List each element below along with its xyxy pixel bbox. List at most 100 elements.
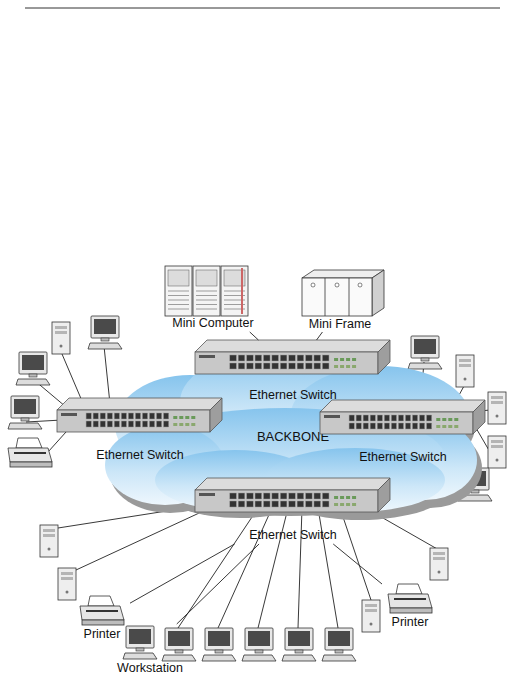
keyboard xyxy=(322,655,356,661)
tower-icon xyxy=(430,548,448,580)
monitor-stand xyxy=(136,648,144,651)
monitor-screen xyxy=(129,629,151,644)
printer-slot xyxy=(14,452,46,454)
frame-node: Mini Frame xyxy=(298,268,394,332)
switch-port xyxy=(272,355,279,361)
switch-top xyxy=(57,398,222,410)
switch-port xyxy=(255,501,262,507)
printer-body xyxy=(80,606,124,620)
keyboard xyxy=(16,379,50,385)
switch-port xyxy=(114,421,119,427)
frame-button xyxy=(311,283,315,287)
switch-top xyxy=(320,400,485,412)
switch-led xyxy=(346,365,350,368)
tower-drive xyxy=(43,529,55,532)
switch-top xyxy=(195,478,390,490)
monitor-icon xyxy=(202,628,236,661)
switch-port xyxy=(314,363,321,369)
switch-led xyxy=(442,425,446,428)
switch-port xyxy=(412,423,417,429)
switch-port xyxy=(272,363,279,369)
tower-case xyxy=(456,355,474,387)
switch-port xyxy=(142,421,147,427)
keyboard xyxy=(282,655,316,661)
switch-port xyxy=(322,493,329,499)
device-label: Printer xyxy=(382,615,438,629)
monitor-icon xyxy=(162,628,196,661)
switch-logo xyxy=(199,493,215,496)
monitor-stand xyxy=(215,650,223,653)
monitor-body xyxy=(126,626,154,648)
tower-case xyxy=(362,600,380,632)
switch-led xyxy=(352,503,356,506)
switch-port xyxy=(149,421,154,427)
frame-button xyxy=(358,283,362,287)
switch-side xyxy=(473,400,485,434)
switch-led xyxy=(436,418,440,421)
monitor-screen xyxy=(94,319,116,334)
switch-port xyxy=(247,355,254,361)
switch-port xyxy=(280,493,287,499)
keyboard xyxy=(242,655,276,661)
printer-base xyxy=(10,462,52,467)
switch-port xyxy=(363,423,368,429)
monitor-shape xyxy=(125,626,155,659)
monitor-icon xyxy=(8,396,42,429)
switch-led xyxy=(454,425,458,428)
switch-port xyxy=(363,415,368,421)
switch-port xyxy=(142,413,147,419)
switch-port xyxy=(391,415,396,421)
network-cable xyxy=(333,544,382,584)
switch-led xyxy=(334,365,338,368)
monitor-stand xyxy=(335,650,343,653)
monitor-stand xyxy=(175,650,183,653)
network-cable xyxy=(340,508,371,600)
switch-port xyxy=(405,415,410,421)
switch-led xyxy=(340,496,344,499)
switch-port xyxy=(322,363,329,369)
switch-port xyxy=(314,493,321,499)
switch-port xyxy=(419,423,424,429)
cabinet-slot xyxy=(196,295,217,296)
switch-side xyxy=(210,398,222,432)
printer-node: Printer xyxy=(382,584,438,630)
printer-body xyxy=(8,448,52,462)
printer-slot xyxy=(86,610,118,612)
keyboard xyxy=(88,343,122,349)
switch-port xyxy=(289,363,296,369)
switch-port xyxy=(255,355,262,361)
switch-port xyxy=(255,363,262,369)
switch-port xyxy=(306,493,313,499)
tower-drive xyxy=(491,396,503,399)
monitor-icon xyxy=(322,628,356,661)
device-label: Mini Frame xyxy=(298,317,382,331)
tower-drive xyxy=(61,572,73,575)
switch-port xyxy=(121,421,126,427)
switch-port xyxy=(121,413,126,419)
switch-port xyxy=(272,493,279,499)
printer-base xyxy=(390,608,432,613)
network-cable xyxy=(218,508,272,628)
monitor-node: Workstation xyxy=(108,624,192,676)
switch-port xyxy=(156,413,161,419)
cabinet-slot xyxy=(196,300,217,301)
monitor-body xyxy=(411,336,439,358)
cabinet-panel xyxy=(168,270,189,286)
tower-case xyxy=(488,436,506,468)
switch-shape xyxy=(320,400,485,446)
device-label: Printer xyxy=(74,627,130,641)
network-cable xyxy=(48,432,66,452)
switch-port xyxy=(356,415,361,421)
tower-drive xyxy=(433,557,445,560)
tower-drive xyxy=(491,401,503,404)
switch-port xyxy=(255,493,262,499)
switch-port xyxy=(135,413,140,419)
cabinet-slot xyxy=(168,291,189,292)
switch-led xyxy=(179,416,183,419)
switch-port xyxy=(100,421,105,427)
switch-port xyxy=(100,413,105,419)
frame-divider xyxy=(349,278,350,316)
monitor-body xyxy=(165,628,193,650)
tower-drive xyxy=(365,604,377,607)
